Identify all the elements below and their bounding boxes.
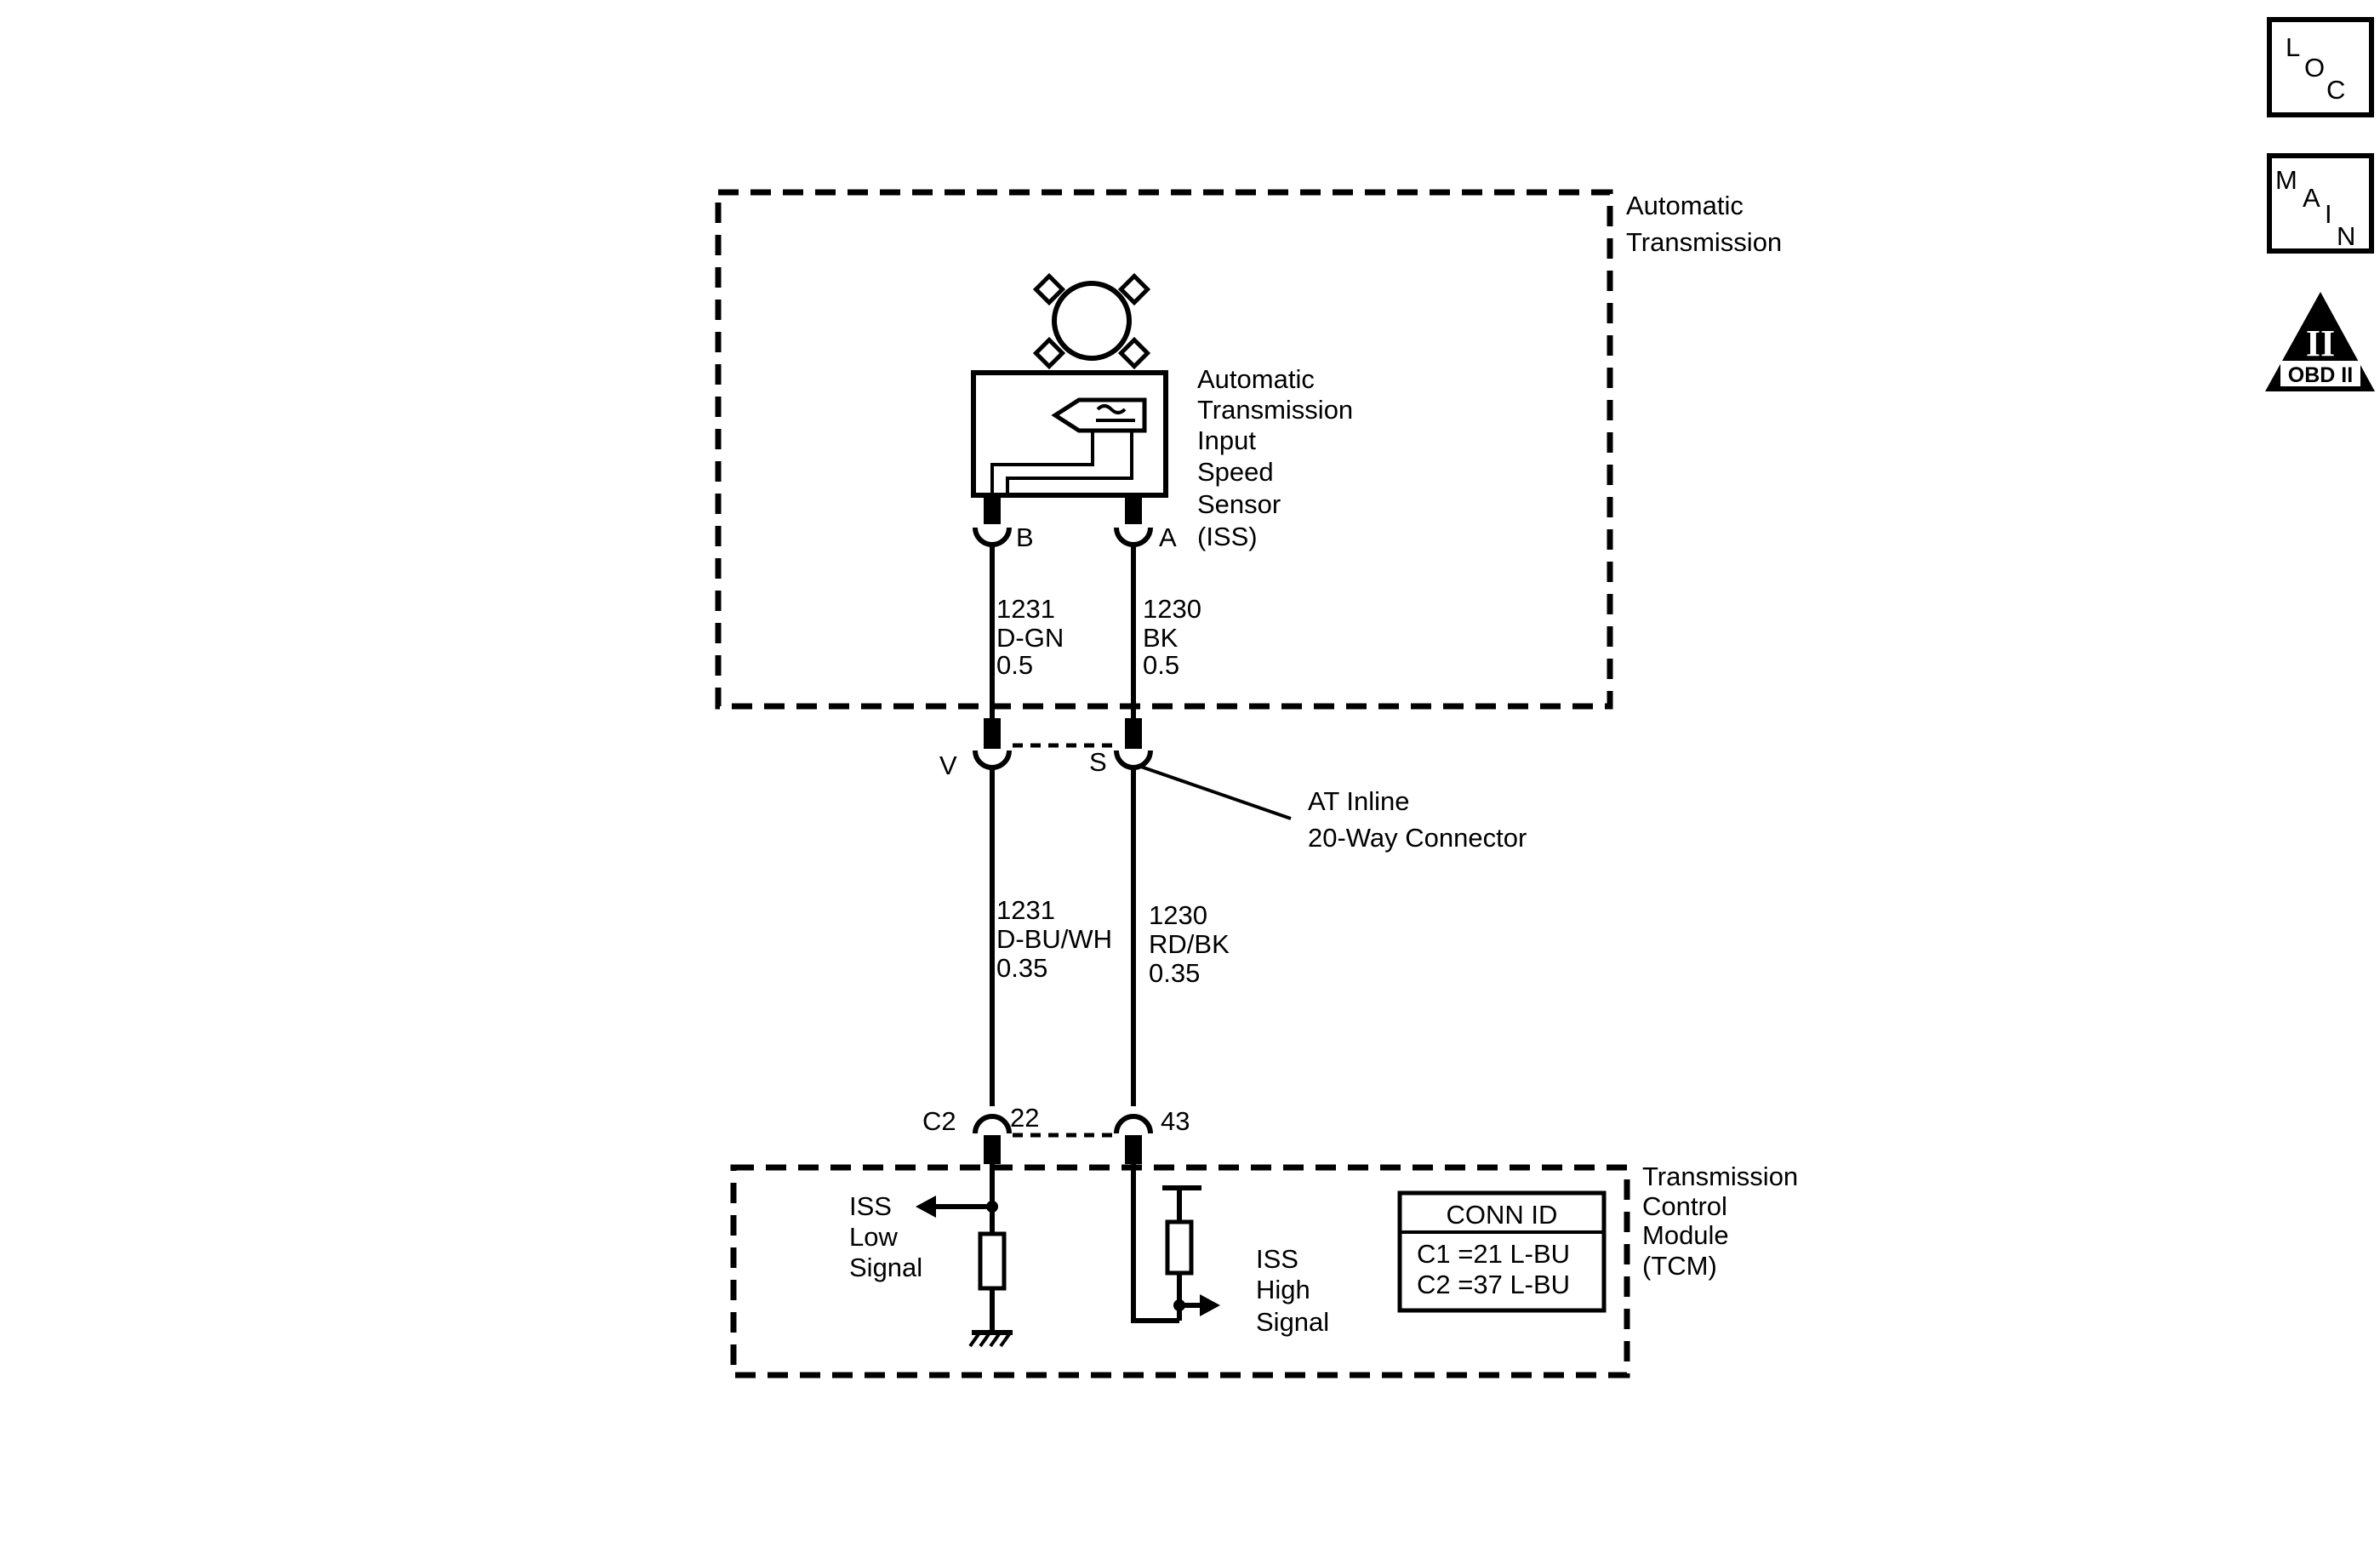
svg-text:C1 =21 L-BU: C1 =21 L-BU — [1417, 1239, 1570, 1269]
iss-sensor-box — [971, 370, 1168, 498]
svg-text:O: O — [2304, 53, 2325, 83]
svg-text:M: M — [2275, 165, 2297, 195]
iss-low-circuit — [916, 1164, 1007, 1333]
svg-text:A: A — [1159, 522, 1177, 552]
wire-1231-upper-circuit: 1231 — [996, 594, 1055, 624]
wire-1230-lower-circuit: 1230 — [1149, 900, 1207, 930]
svg-text:Signal: Signal — [1256, 1307, 1329, 1337]
svg-text:CONN ID: CONN ID — [1447, 1200, 1558, 1230]
main-button[interactable]: M A I N — [2267, 153, 2374, 254]
sensor-pin-a — [1114, 495, 1153, 547]
svg-text:C2 =37 L-BU: C2 =37 L-BU — [1417, 1270, 1570, 1299]
svg-text:N: N — [2337, 221, 2355, 251]
svg-text:C: C — [2326, 75, 2345, 105]
inline-connector-v — [973, 718, 1012, 770]
tcm-label: Transmission — [1642, 1162, 1798, 1191]
svg-text:22: 22 — [1010, 1103, 1039, 1133]
svg-text:RD/BK: RD/BK — [1149, 929, 1230, 959]
inline-connector-s — [1114, 718, 1153, 770]
svg-text:Transmission: Transmission — [1626, 227, 1782, 257]
svg-text:D-BU/WH: D-BU/WH — [996, 924, 1112, 954]
obd-ii-button[interactable]: II OBD II — [2265, 292, 2375, 391]
svg-text:Sensor: Sensor — [1197, 489, 1281, 519]
svg-text:Transmission: Transmission — [1197, 395, 1353, 425]
svg-text:A: A — [2303, 183, 2320, 213]
svg-text:C2: C2 — [922, 1106, 956, 1136]
speed-sensor-symbol-icon — [1032, 272, 1151, 370]
svg-text:High: High — [1256, 1275, 1310, 1304]
svg-text:II: II — [2306, 323, 2335, 364]
svg-text:(TCM): (TCM) — [1642, 1251, 1717, 1281]
svg-text:S: S — [1089, 747, 1107, 777]
svg-text:Control: Control — [1642, 1191, 1727, 1221]
iss-label: Automatic — [1197, 364, 1315, 394]
svg-text:BK: BK — [1143, 623, 1179, 653]
svg-text:0.5: 0.5 — [1143, 650, 1179, 680]
loc-button[interactable]: L O C — [2267, 17, 2374, 117]
iss-low-signal-label: ISS — [849, 1191, 892, 1221]
iss-high-circuit — [1131, 1164, 1220, 1323]
ground-icon — [968, 1330, 1013, 1348]
wire-1231-lower-circuit: 1231 — [996, 895, 1055, 925]
svg-text:Input: Input — [1197, 425, 1256, 455]
sensor-pin-b — [973, 495, 1012, 547]
svg-text:(ISS): (ISS) — [1197, 522, 1258, 551]
tcm-pin-43 — [1114, 1114, 1153, 1164]
conn-id-table: CONN ID C1 =21 L-BU C2 =37 L-BU — [1397, 1190, 1607, 1313]
svg-text:Signal: Signal — [849, 1253, 922, 1282]
svg-text:Module: Module — [1642, 1220, 1729, 1250]
svg-text:0.35: 0.35 — [1149, 958, 1200, 988]
inline-connector-label: AT Inline — [1308, 786, 1409, 816]
svg-text:43: 43 — [1161, 1106, 1190, 1136]
iss-high-signal-label: ISS — [1256, 1244, 1298, 1274]
svg-text:OBD II: OBD II — [2288, 363, 2353, 387]
svg-text:V: V — [939, 751, 957, 780]
svg-text:Speed: Speed — [1197, 457, 1274, 487]
automatic-transmission-label: Automatic — [1626, 191, 1744, 220]
svg-text:0.5: 0.5 — [996, 650, 1033, 680]
svg-text:I: I — [2325, 199, 2332, 229]
svg-text:B: B — [1016, 522, 1034, 552]
svg-text:20-Way Connector: 20-Way Connector — [1308, 823, 1527, 853]
wire-1230-upper-circuit: 1230 — [1143, 594, 1201, 624]
svg-text:D-GN: D-GN — [996, 623, 1064, 653]
tcm-pin-22 — [973, 1114, 1012, 1164]
svg-text:0.35: 0.35 — [996, 953, 1047, 983]
automatic-transmission-boundary — [715, 189, 1613, 710]
svg-text:Low: Low — [849, 1222, 898, 1252]
svg-text:L: L — [2286, 32, 2300, 62]
